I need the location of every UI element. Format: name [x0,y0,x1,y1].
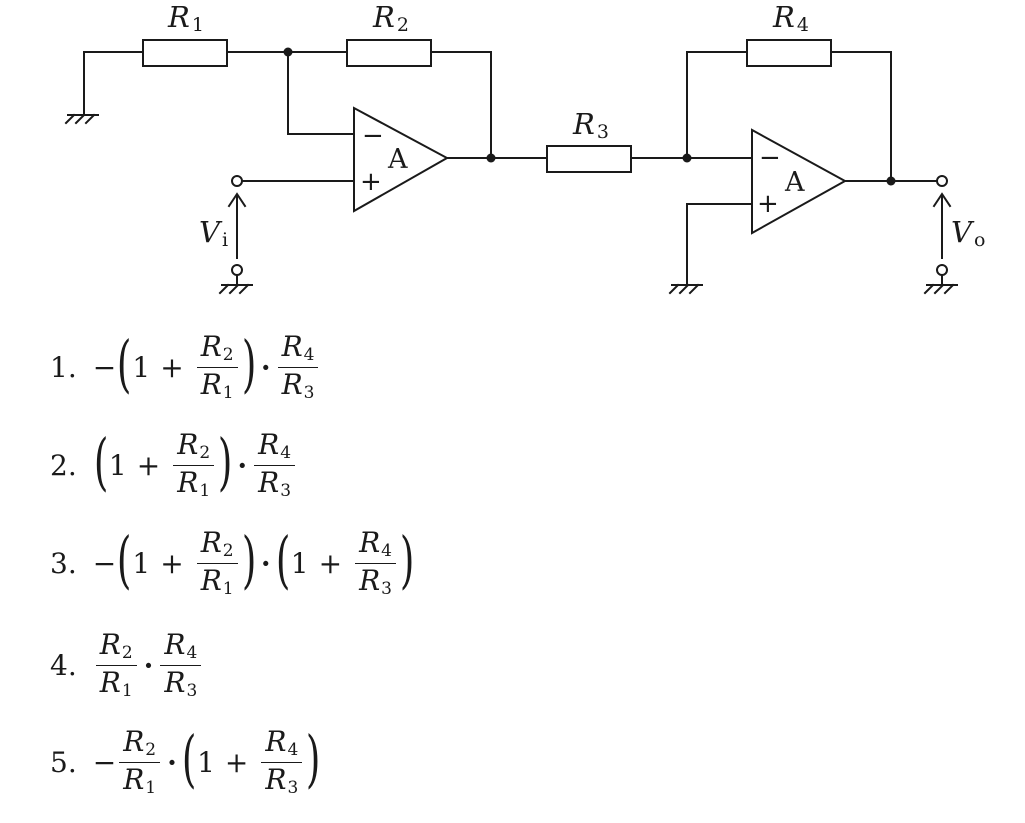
minus-sign: − [92,350,117,384]
one: 1 [132,350,151,384]
resistor-r3 [546,145,632,173]
plus-sign: + [136,448,161,482]
plus-sign: + [160,350,184,384]
junction-node-2 [486,153,496,163]
wire-r4-left [686,51,748,159]
multiply-dot: · [260,546,271,580]
right-paren: ) [399,523,415,597]
terminal-vo-top [936,175,948,187]
terminal-vi-top [231,175,243,187]
wire-amp2-noninv-ground [686,203,753,286]
junction-node-1 [283,47,293,57]
opamp-1 [353,106,450,213]
resistor-r4 [746,39,832,67]
option-number: 5. [50,745,77,779]
terminal-vo-bottom [936,264,948,276]
right-paren: ) [241,523,256,597]
wire-ground-r1 [83,51,144,116]
one: 1 [290,546,309,580]
opamp-2-label: A [784,167,805,198]
wire-node-to-inv-input-1 [287,51,355,135]
ground-symbol-left [64,113,99,125]
ground-symbol-vo [923,274,958,295]
wire-r4-right [830,51,892,182]
multiply-dot: · [167,745,177,779]
terminal-vi-bottom [231,264,243,276]
right-paren: ) [306,722,321,796]
left-paren: ( [117,327,132,401]
resistor-r1 [142,39,228,67]
option-number: 4. [50,648,77,682]
plus-sign: + [160,546,184,580]
wire-r2-feedback [430,51,492,159]
opamp-1-minus: − [362,121,384,151]
opamp-1-label: A [387,144,408,175]
left-paren: ( [275,523,290,597]
opamp-2-plus: + [757,189,779,219]
one: 1 [197,745,215,779]
multiply-dot: · [260,350,271,384]
minus-sign: − [92,546,117,580]
arrow-vo [932,192,952,259]
junction-node-4 [886,176,896,186]
one: 1 [132,546,151,580]
option-number: 3. [50,546,77,580]
one: 1 [108,448,127,482]
ground-symbol-amp2 [668,283,703,295]
left-paren: ( [117,523,132,597]
multiply-dot: · [237,448,248,482]
right-paren: ) [241,327,256,401]
option-number: 1. [50,350,77,384]
plus-sign: + [318,546,343,580]
opamp-2 [751,128,848,235]
option-number: 2. [50,448,77,482]
plus-sign: + [224,745,249,779]
opamp-2-minus: − [759,143,781,173]
arrow-vi [227,192,247,259]
right-paren: ) [217,425,233,499]
resistor-r2 [346,39,432,67]
left-paren: ( [181,722,197,796]
left-paren: ( [93,425,109,499]
multiply-dot: · [143,648,154,682]
opamp-1-plus: + [360,167,382,197]
minus-sign: − [92,745,117,779]
ground-symbol-vi [218,274,253,295]
